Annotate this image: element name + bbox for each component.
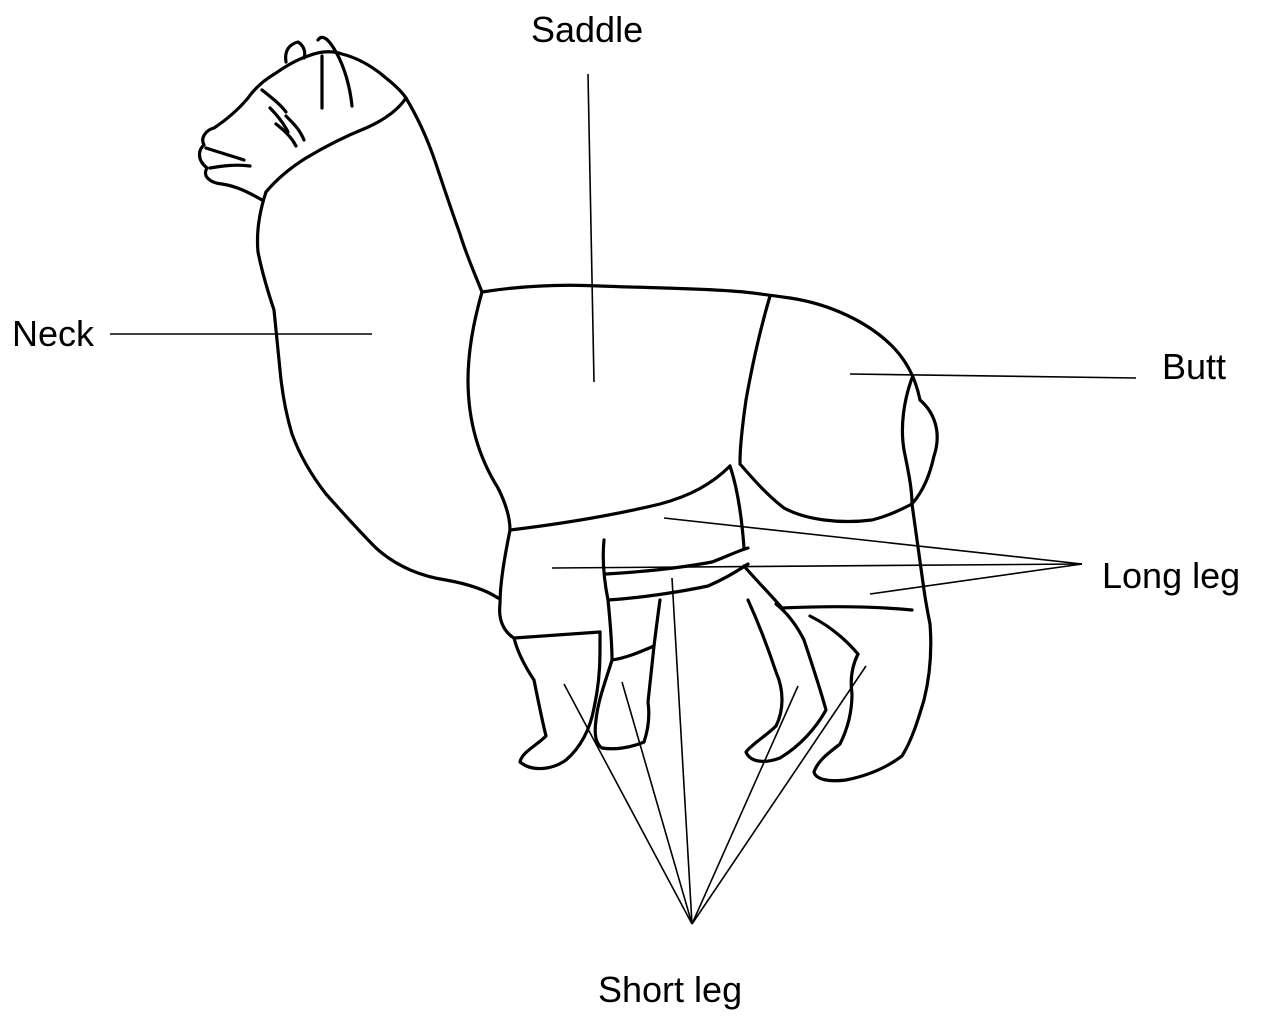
butt-leader: [850, 374, 1136, 378]
neck-back-outline: [406, 98, 482, 292]
rear-short-leg-cuff: [810, 616, 858, 654]
rear-long-leg-outline: [744, 566, 912, 610]
short-leg-leader-4: [692, 686, 798, 924]
short-leg-label: Short leg: [598, 972, 742, 1008]
saddle-leader: [588, 74, 594, 382]
head-tuft: [262, 90, 304, 146]
rear-short-leg-outer: [814, 624, 931, 781]
head-outline: [199, 52, 406, 200]
saddle-top-outline: [482, 285, 790, 298]
lip-line: [210, 165, 250, 168]
long-leg-leader-3: [870, 564, 1082, 594]
front-long-leg-outline: [500, 530, 514, 638]
tail-line: [902, 378, 912, 504]
neck-front-outline: [257, 192, 498, 598]
short-leg-leader-3: [672, 578, 692, 924]
saddle-bottom-border: [510, 466, 730, 530]
saddle-rear-border: [740, 296, 770, 462]
butt-bottom-border: [740, 464, 912, 522]
inner-leg-band-upper: [606, 548, 748, 574]
butt-label: Butt: [1162, 349, 1226, 385]
saddle-label: Saddle: [531, 12, 643, 48]
front-long-leg-bottom: [514, 632, 600, 638]
saddle-front-border: [468, 292, 510, 530]
butt-outline: [790, 298, 937, 504]
neck-label: Neck: [12, 316, 94, 352]
front-short-leg-inner: [595, 600, 660, 749]
inner-leg-band: [603, 540, 748, 600]
front-short-leg-left: [514, 632, 600, 769]
long-leg-label: Long leg: [1102, 558, 1240, 594]
rear-short-leg-inner: [746, 600, 826, 761]
rear-long-leg-side: [912, 504, 930, 624]
short-leg-leader-2: [622, 682, 692, 924]
long-leg-leader-2: [552, 564, 1082, 568]
short-leg-leader-5: [692, 666, 866, 924]
short-leg-leader-1: [564, 684, 692, 924]
mouth-line: [206, 148, 244, 160]
inner-short-leg-cuff: [612, 646, 654, 660]
inner-leg-drop: [730, 466, 744, 548]
